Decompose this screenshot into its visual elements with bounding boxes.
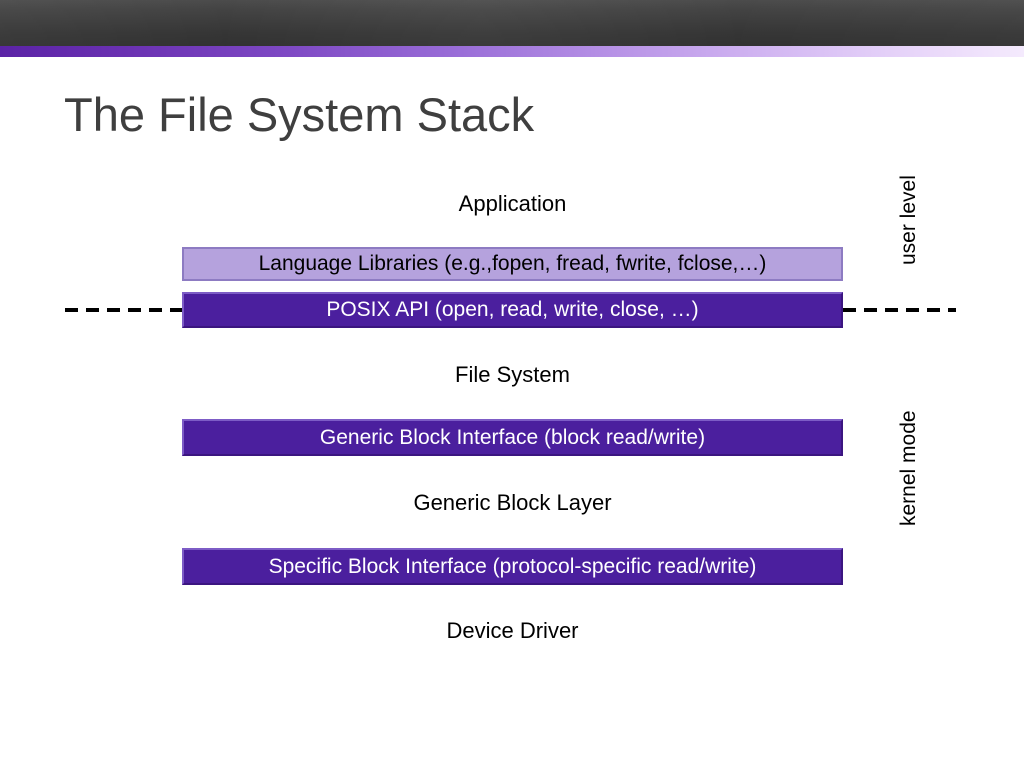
box-generic-block-interface-label: Generic Block Interface (block read/writ…: [319, 425, 706, 449]
header-purple-band: [0, 46, 1024, 57]
page-title: The File System Stack: [64, 88, 535, 141]
layer-label-generic-block-layer: Generic Block Layer: [413, 490, 612, 515]
box-language-libraries-label: Language Libraries (e.g.,fopen, fread, f…: [258, 252, 767, 275]
layer-label-file-system: File System: [455, 362, 570, 387]
side-label-kernel-mode: kernel mode: [897, 410, 920, 526]
box-specific-block-interface: Specific Block Interface (protocol-speci…: [182, 548, 843, 585]
box-generic-block-interface: Generic Block Interface (block read/writ…: [182, 419, 843, 456]
layer-label-application: Application: [458, 191, 567, 216]
header-dark-band: [0, 0, 1024, 46]
box-specific-block-interface-label: Specific Block Interface (protocol-speci…: [268, 554, 757, 578]
box-posix-api: POSIX API (open, read, write, close, …): [182, 292, 843, 328]
box-language-libraries: Language Libraries (e.g.,fopen, fread, f…: [182, 247, 843, 281]
user-kernel-boundary-right: [843, 308, 956, 312]
box-posix-api-label: POSIX API (open, read, write, close, …): [326, 298, 699, 321]
side-label-user-level: user level: [897, 175, 920, 265]
user-kernel-boundary-left: [65, 308, 182, 312]
layer-label-device-driver: Device Driver: [446, 618, 579, 643]
